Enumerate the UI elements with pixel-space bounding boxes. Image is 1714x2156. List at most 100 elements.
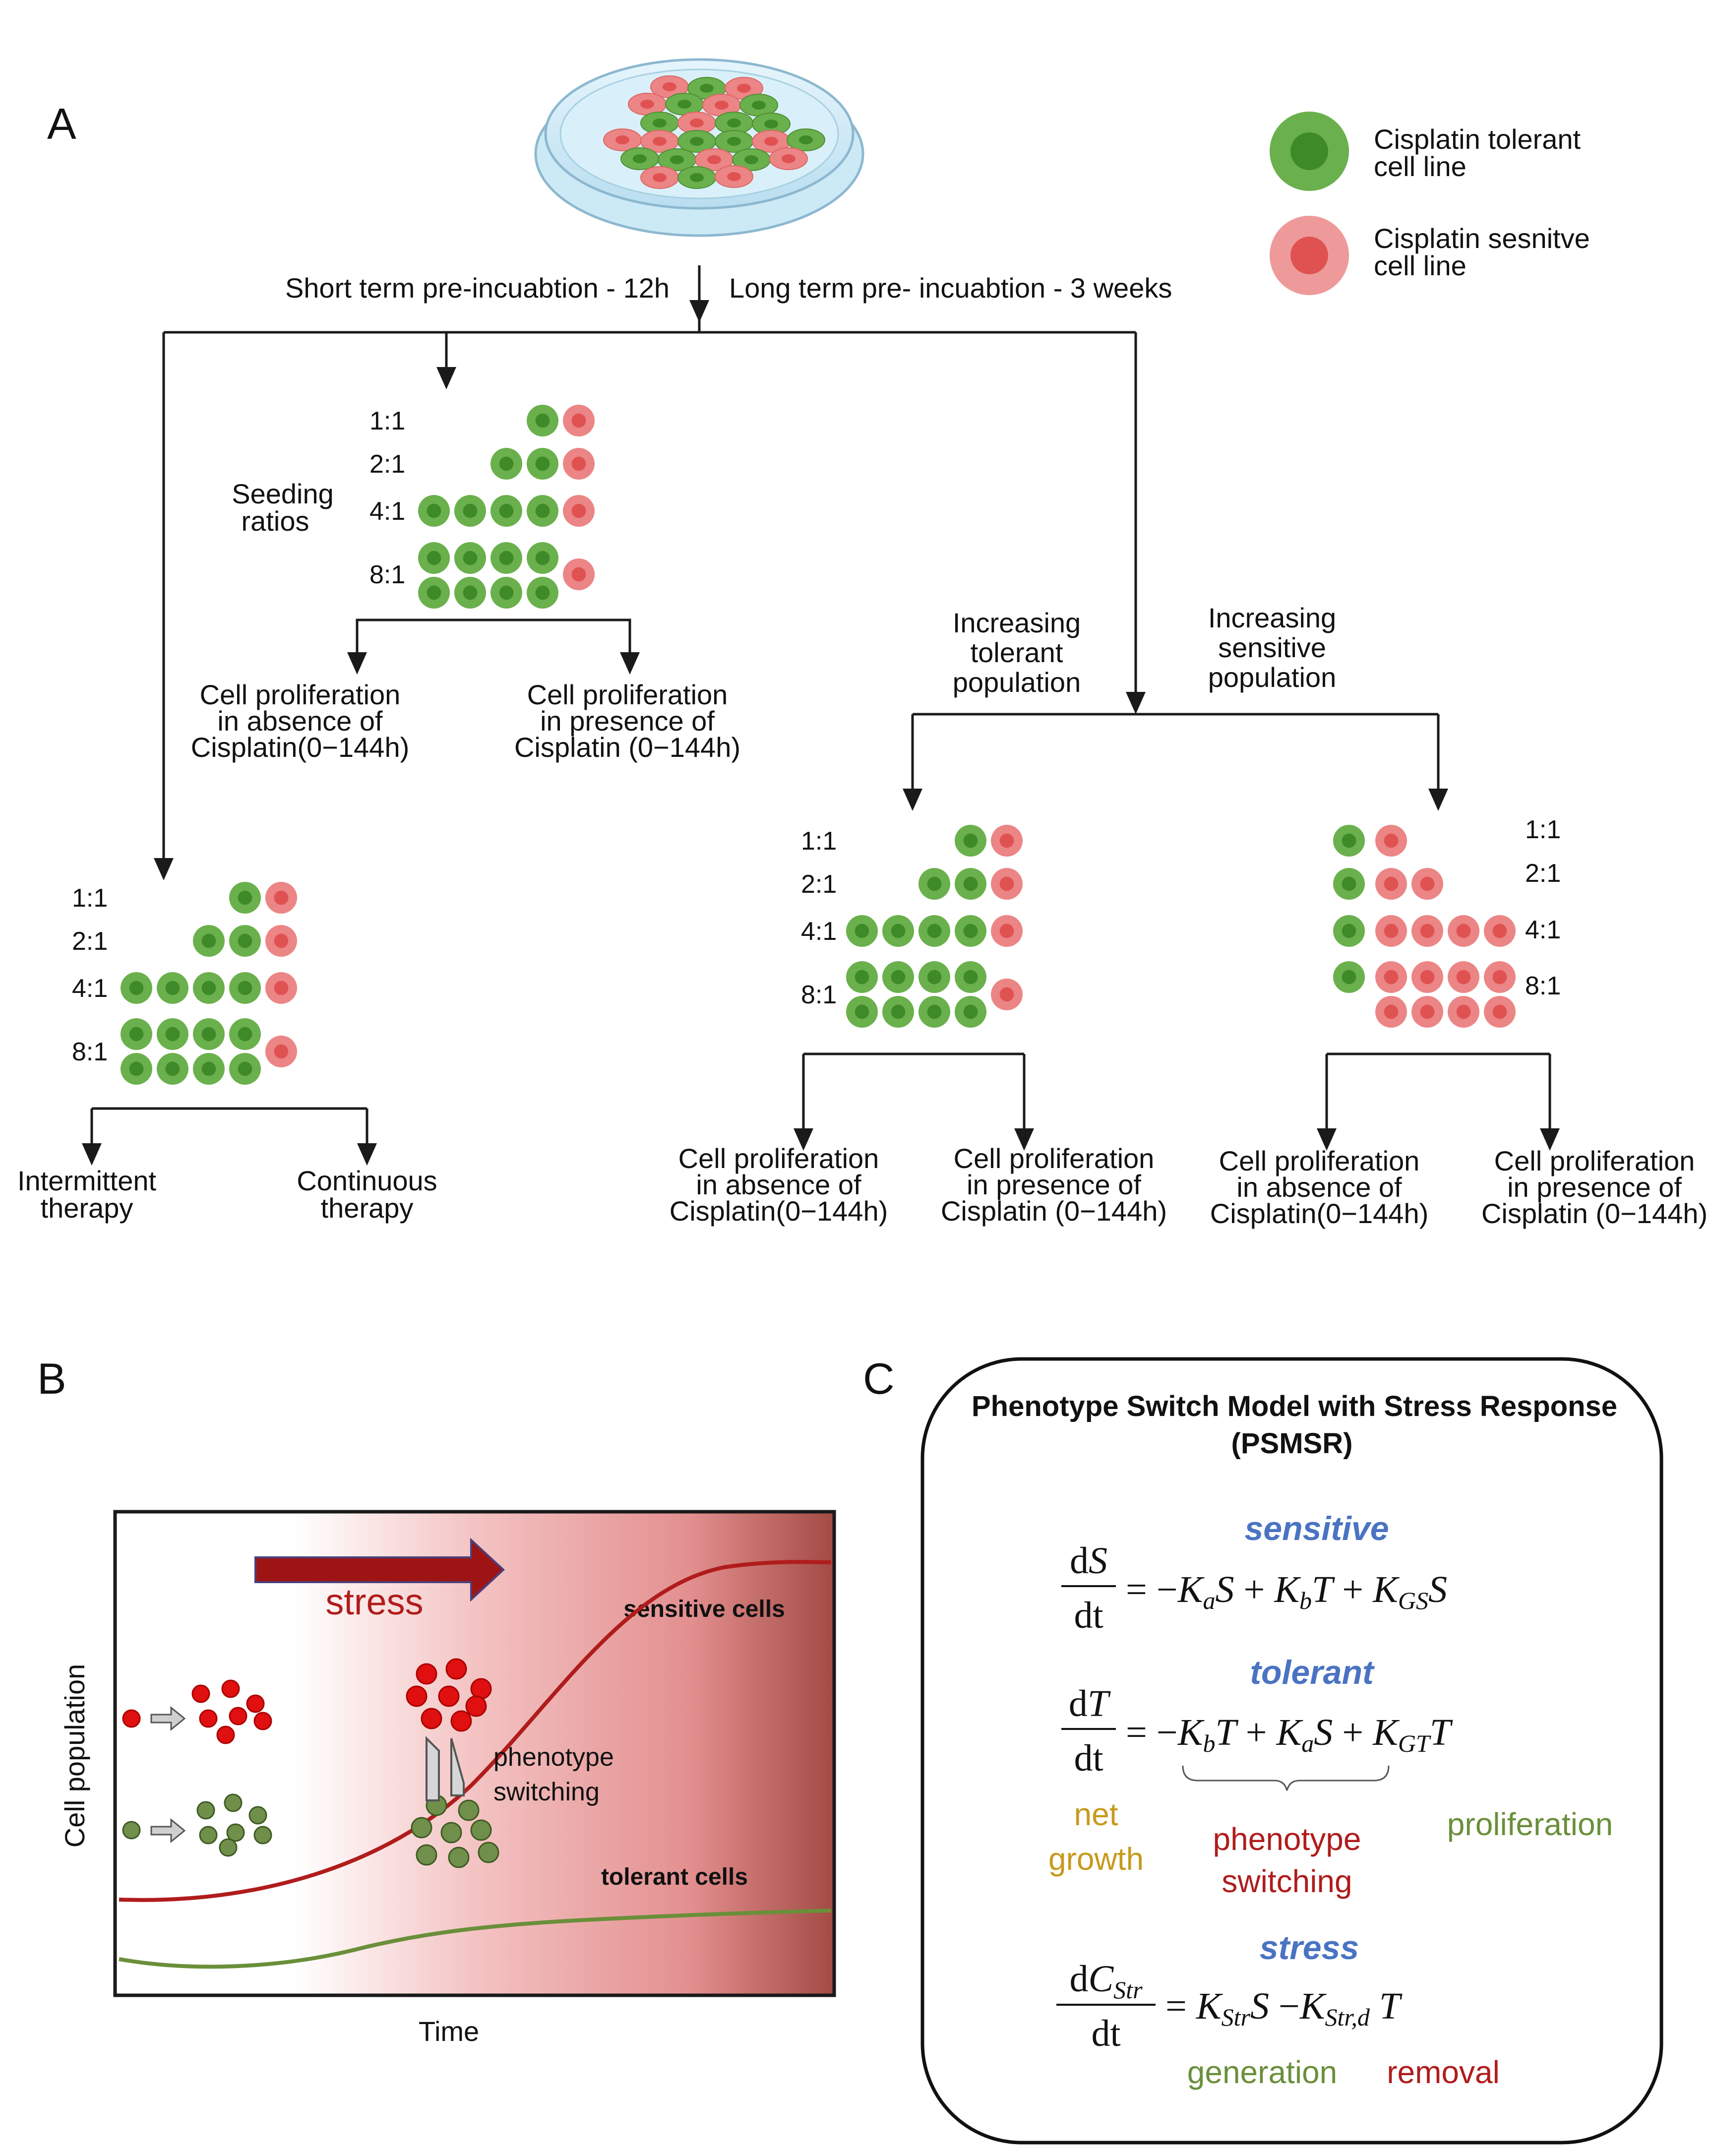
sensitive-cell-dot xyxy=(465,1695,487,1717)
tolerant-cell xyxy=(229,925,261,957)
small-arrow-green xyxy=(150,1818,186,1844)
sensitive-cell-dot xyxy=(199,1709,218,1728)
sensitive-cell xyxy=(991,825,1023,857)
seeding-ratio-group-tolerant: 1:12:14:18:1 xyxy=(801,825,1023,1028)
tolerant-cell-dot xyxy=(224,1793,243,1812)
tolerant-cell xyxy=(527,542,558,574)
sensitive-cell xyxy=(1411,961,1443,993)
legend-tolerant-line1: Cisplatin tolerant xyxy=(1374,123,1581,155)
ratio-label: 4:1 xyxy=(801,917,837,946)
sensitive-cell xyxy=(1448,996,1479,1028)
svg-text:Increasing: Increasing xyxy=(953,607,1081,638)
tolerant-cell xyxy=(121,1018,152,1050)
svg-text:dt: dt xyxy=(1074,1595,1103,1636)
svg-text:Intermittent: Intermittent xyxy=(17,1165,157,1196)
seeding-ratio-group-sensitive: 1:12:14:18:1 xyxy=(1333,815,1561,1028)
svg-text:therapy: therapy xyxy=(321,1192,414,1224)
tolerant-cell xyxy=(490,577,522,609)
sensitive-cell xyxy=(1411,915,1443,947)
continuous-therapy-label: Continuous therapy xyxy=(297,1165,437,1224)
tolerant-cell xyxy=(490,448,522,480)
sensitive-cell xyxy=(991,979,1023,1010)
svg-text:population: population xyxy=(953,667,1081,698)
dish-sensitive-cell xyxy=(702,94,741,117)
tolerant-cell xyxy=(193,1018,225,1050)
ratio-label: 8:1 xyxy=(801,981,837,1009)
tolerant-cell xyxy=(882,961,914,993)
svg-text:Cell proliferation: Cell proliferation xyxy=(1494,1145,1695,1176)
tolerant-cell xyxy=(955,915,986,947)
legend-tolerant-line2: cell line xyxy=(1374,151,1467,182)
svg-text:dt: dt xyxy=(1091,2013,1120,2054)
ratio-label: 2:1 xyxy=(1525,859,1561,888)
sensitive-cell-dot xyxy=(421,1708,442,1729)
ratio-label: 4:1 xyxy=(72,974,108,1003)
eq-sensitive-label: sensitive xyxy=(1244,1510,1389,1547)
single-tolerant-cell xyxy=(122,1821,141,1840)
svg-text:dt: dt xyxy=(1074,1737,1103,1779)
svg-text:Cisplatin (0−144h): Cisplatin (0−144h) xyxy=(514,732,740,763)
svg-text:Cisplatin(0−144h): Cisplatin(0−144h) xyxy=(670,1195,888,1227)
tolerant-cell xyxy=(454,495,486,527)
eq-stress-label: stress xyxy=(1260,1929,1359,1967)
tolerant-cell xyxy=(418,542,450,574)
sensitive-cell-dot xyxy=(438,1685,460,1707)
tolerant-cell xyxy=(193,1053,225,1085)
ratio-label: 2:1 xyxy=(801,870,837,899)
sensitive-cell-dot xyxy=(253,1712,272,1730)
tolerant-cell xyxy=(1333,825,1365,857)
sensitive-cell-dot xyxy=(221,1679,240,1698)
tolerant-curve xyxy=(119,1909,832,1969)
sensitive-cell xyxy=(991,915,1023,947)
eq-tolerant-label: tolerant xyxy=(1250,1654,1375,1691)
equation-ds-dt: dS dt = −KaS + KbT + KGSS xyxy=(1061,1540,1447,1636)
dish-tolerant-cell xyxy=(732,148,771,171)
phenotype-label-line2: switching xyxy=(493,1778,600,1806)
right-presence-label: Cell proliferation in presence of Cispla… xyxy=(1481,1145,1708,1229)
tolerant-cell xyxy=(527,495,558,527)
top-group-bracket xyxy=(347,618,640,675)
dish-tolerant-cell xyxy=(658,148,696,171)
dish-sensitive-cell xyxy=(769,147,808,170)
tolerant-cell xyxy=(846,961,878,993)
tolerant-cell xyxy=(193,925,225,957)
equation-dt-dt: dT dt = −KbT + KaS + KGTT xyxy=(1061,1683,1453,1779)
svg-text:Cisplatin (0−144h): Cisplatin (0−144h) xyxy=(941,1195,1167,1227)
tolerant-cell xyxy=(955,996,986,1028)
sensitive-cell xyxy=(1484,915,1516,947)
svg-text:Cell proliferation: Cell proliferation xyxy=(527,679,728,710)
small-arrow-red xyxy=(150,1706,186,1731)
seeding-ratio-group-top: 1:12:14:18:1 xyxy=(369,405,595,609)
panel-c-box xyxy=(920,1357,1663,2145)
stress-label: stress xyxy=(325,1581,423,1622)
dish-tolerant-cell xyxy=(739,94,778,117)
tolerant-cell xyxy=(918,868,950,900)
single-sensitive-cell xyxy=(122,1709,141,1728)
tolerant-cell-dot xyxy=(458,1799,480,1821)
panel-b-letter: B xyxy=(37,1354,66,1403)
ratio-label: 4:1 xyxy=(369,497,405,526)
sensitive-cell xyxy=(265,925,297,957)
removal-label: removal xyxy=(1387,2054,1500,2090)
sensitive-cell xyxy=(563,405,595,436)
tolerant-cell-dot xyxy=(253,1826,272,1845)
switching-label-line2: switching xyxy=(1222,1863,1352,1899)
sensitive-cell-dot xyxy=(191,1684,210,1703)
sensitive-cell xyxy=(1375,961,1407,993)
generation-label: generation xyxy=(1187,2054,1337,2090)
svg-text:population: population xyxy=(1208,662,1336,693)
svg-text:Cell proliferation: Cell proliferation xyxy=(678,1143,879,1174)
tolerant-cell-dot xyxy=(226,1823,245,1842)
tolerant-cell xyxy=(121,1053,152,1085)
tolerant-cell xyxy=(955,825,986,857)
dish-tolerant-cell xyxy=(620,147,659,170)
sensitive-cell xyxy=(1411,868,1443,900)
sensitive-cell xyxy=(1484,961,1516,993)
svg-text:in absence of: in absence of xyxy=(1236,1171,1402,1203)
dish-sensitive-cell xyxy=(628,93,667,116)
right-group-bracket xyxy=(1317,1052,1560,1151)
phenotype-label-line1: phenotype xyxy=(493,1743,614,1772)
tolerant-cells-label: tolerant cells xyxy=(601,1864,748,1890)
tolerant-cell xyxy=(229,1053,261,1085)
